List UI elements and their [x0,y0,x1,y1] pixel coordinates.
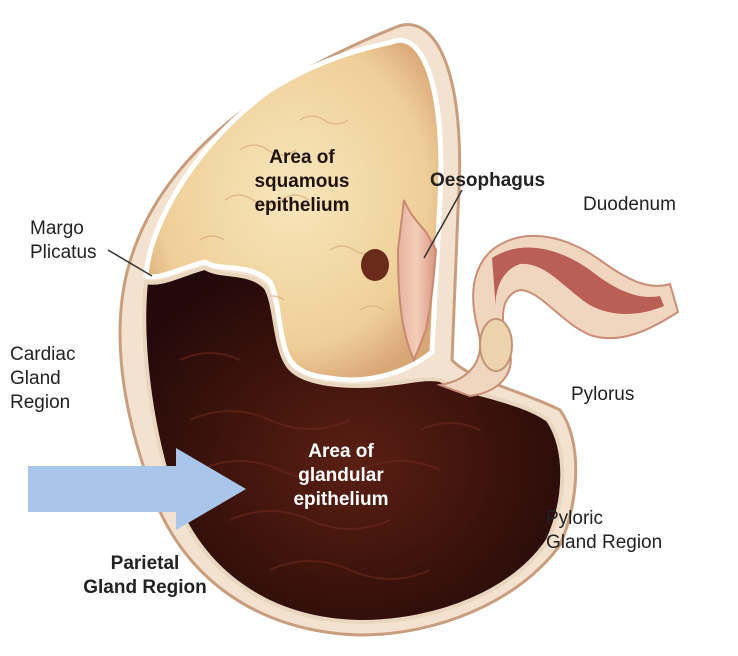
label-duodenum: Duodenum [583,194,676,215]
label-margo-line1: Margo [30,218,84,239]
label-glandular-line3: epithelium [293,489,389,510]
oesophagus-leader-line [423,189,463,259]
label-squamous-epithelium: Area of squamous epithelium [238,146,366,218]
glandular-texture [179,352,481,580]
label-parietal-line1: Parietal [110,553,180,574]
label-cardiac-gland-region: Cardiac Gland Region [10,343,75,415]
label-glandular-line2: glandular [298,465,384,486]
label-margo-line2: Plicatus [30,242,97,263]
label-glandular-line1: Area of [308,441,374,462]
label-squamous-line1: Area of [269,147,335,168]
label-cardiac-line1: Cardiac [10,344,76,365]
label-pyloric-line2: Gland Region [546,532,663,553]
squamous-texture [199,115,385,311]
margo-leader-line [107,249,153,277]
label-parietal-gland-region: Parietal Gland Region [70,552,220,600]
label-glandular-epithelium: Area of glandular epithelium [276,440,406,512]
label-pyloric-line1: Pyloric [546,508,604,529]
pylorus-sphincter [479,318,513,372]
label-cardiac-line3: Region [10,392,71,413]
glandular-region [142,265,565,625]
cardia-opening [361,249,389,281]
label-squamous-line3: epithelium [254,195,350,216]
squamous-region [143,37,444,383]
label-margo-plicatus: Margo Plicatus [30,217,97,265]
label-pylorus: Pylorus [571,384,635,405]
label-cardiac-line2: Gland [10,368,61,389]
pointer-arrow [28,448,246,530]
label-oesophagus: Oesophagus [430,170,546,191]
oesophagus [396,199,438,363]
label-squamous-line2: squamous [254,171,350,192]
label-parietal-line2: Gland Region [83,577,207,598]
label-pyloric-gland-region: Pyloric Gland Region [546,507,662,555]
duodenum-lumen [492,247,664,314]
